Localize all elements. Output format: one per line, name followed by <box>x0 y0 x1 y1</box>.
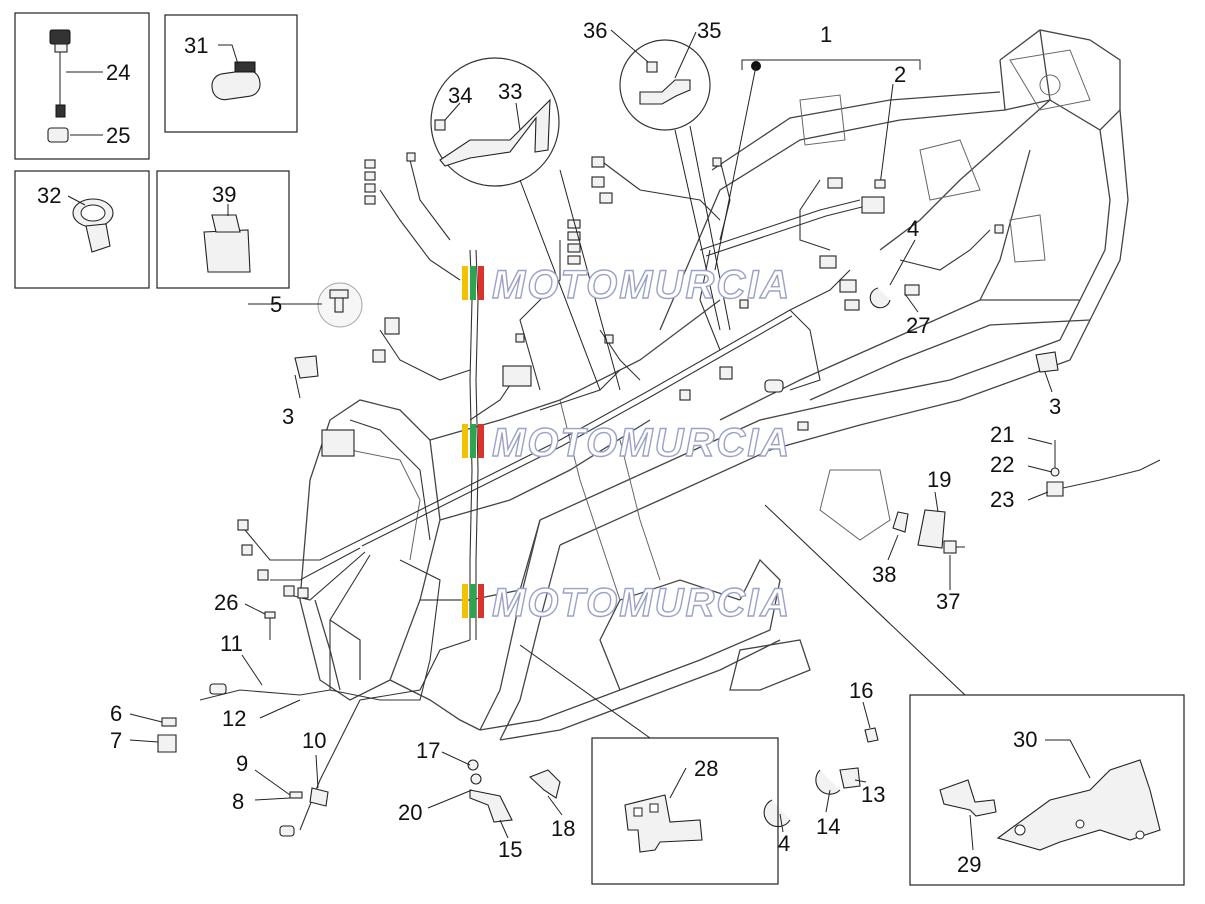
callout-7: 7 <box>110 728 122 753</box>
inset-part-31 <box>164 14 298 133</box>
callout-26: 26 <box>214 590 238 615</box>
callout-35: 35 <box>697 18 721 43</box>
callout-22: 22 <box>990 452 1014 477</box>
callout-27: 27 <box>906 313 930 338</box>
callout-3b: 3 <box>1049 394 1061 419</box>
watermark-3: MOTOMURCIA <box>462 580 791 626</box>
callout-23: 23 <box>990 487 1014 512</box>
svg-text:MOTOMURCIA: MOTOMURCIA <box>492 581 791 625</box>
watermark-2: MOTOMURCIA <box>462 420 791 466</box>
callout-9: 9 <box>236 751 248 776</box>
scooter-chassis-frame <box>299 29 1129 741</box>
callout-3a: 3 <box>282 404 294 429</box>
svg-text:MOTOMURCIA: MOTOMURCIA <box>492 263 791 307</box>
inset-part-28 <box>519 644 779 885</box>
callout-2: 2 <box>894 62 906 87</box>
callout-1: 1 <box>820 22 832 47</box>
callout-31: 31 <box>184 33 208 58</box>
callout-19: 19 <box>927 467 951 492</box>
callout-5: 5 <box>270 292 282 317</box>
harness-connectors <box>209 152 1004 837</box>
callout-8: 8 <box>232 789 244 814</box>
inset-part-32 <box>14 170 150 289</box>
callout-33: 33 <box>498 79 522 104</box>
callout-25: 25 <box>106 123 130 148</box>
callout-39: 39 <box>212 182 236 207</box>
callout-15: 15 <box>498 837 522 862</box>
callout-37: 37 <box>936 589 960 614</box>
callout-29: 29 <box>957 852 981 877</box>
callout-32: 32 <box>37 183 61 208</box>
callout-30: 30 <box>1013 727 1037 752</box>
watermark-1: MOTOMURCIA <box>462 262 791 308</box>
callout-36: 36 <box>583 18 607 43</box>
callout-4a: 4 <box>907 216 919 241</box>
callout-24: 24 <box>106 60 130 85</box>
inset-part-29-30 <box>764 504 1185 886</box>
callout-12: 12 <box>222 706 246 731</box>
callout-34: 34 <box>448 83 472 108</box>
callout-18: 18 <box>551 816 575 841</box>
callout-11: 11 <box>220 631 243 656</box>
small-parts <box>157 39 1161 828</box>
callout-21: 21 <box>990 422 1014 447</box>
svg-text:MOTOMURCIA: MOTOMURCIA <box>492 421 791 465</box>
callout-10: 10 <box>302 728 326 753</box>
leader-lines <box>129 29 1091 851</box>
callout-labels: 1 2 3 3 4 4 5 6 7 8 9 10 11 12 13 14 15 … <box>37 18 1061 877</box>
callout-4b: 4 <box>778 831 790 856</box>
callout-16: 16 <box>849 678 873 703</box>
callout-14: 14 <box>816 814 840 839</box>
callout-6: 6 <box>110 701 122 726</box>
callout-38: 38 <box>872 562 896 587</box>
inset-part-24-25 <box>14 12 150 160</box>
callout-17: 17 <box>416 738 440 763</box>
callout-20: 20 <box>398 800 422 825</box>
callout-28: 28 <box>694 756 718 781</box>
inset-part-39 <box>156 170 290 289</box>
callout-13: 13 <box>861 782 885 807</box>
